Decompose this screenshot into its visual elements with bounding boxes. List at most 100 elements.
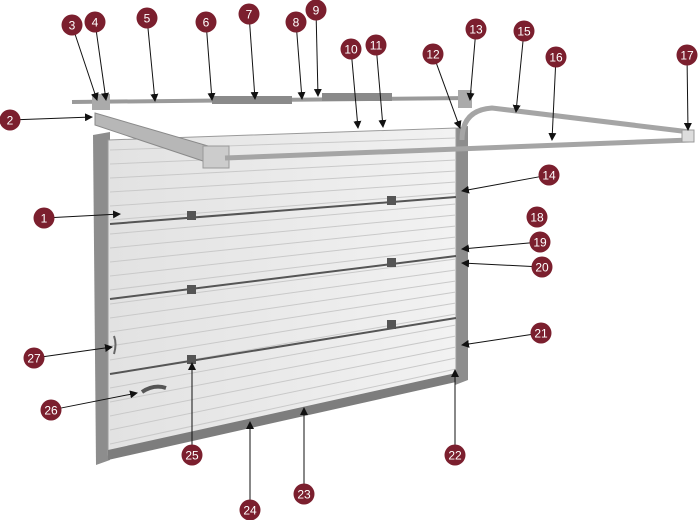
callout-number: 14 xyxy=(542,169,556,183)
panel-groove xyxy=(109,247,457,291)
callout-badge xyxy=(513,20,535,42)
hinges xyxy=(187,196,396,364)
right-frame xyxy=(455,126,468,385)
callout-number: 20 xyxy=(535,261,549,275)
callout-2: 2 xyxy=(0,109,93,131)
callout-number: 8 xyxy=(293,16,300,30)
callout-badge xyxy=(293,483,315,505)
callout-number: 16 xyxy=(549,51,563,65)
callout-number: 27 xyxy=(27,352,41,366)
leader-arrow xyxy=(548,66,557,141)
horizontal-track xyxy=(224,137,691,161)
callout-3: 3 xyxy=(61,14,99,101)
panel-groove xyxy=(109,368,457,445)
callout-number: 7 xyxy=(246,8,253,22)
panel-groove xyxy=(109,269,457,319)
callout-8: 8 xyxy=(285,11,307,100)
leader-arrow xyxy=(19,113,93,122)
callout-7: 7 xyxy=(238,3,260,100)
callout-badge xyxy=(529,231,551,253)
panel-groove xyxy=(109,335,457,403)
callout-number: 2 xyxy=(7,114,14,128)
callout-badge xyxy=(676,44,698,66)
callout-badge xyxy=(84,11,106,33)
leader-arrow xyxy=(296,31,306,100)
leader-arrow xyxy=(461,334,532,348)
callout-number: 21 xyxy=(534,327,548,341)
handle xyxy=(140,384,167,394)
callout-11: 11 xyxy=(365,34,387,128)
callout-badge xyxy=(33,207,55,229)
panel-groove xyxy=(109,192,457,221)
leader-arrow xyxy=(74,34,99,101)
callout-19: 19 xyxy=(461,231,551,253)
callout-number: 5 xyxy=(144,12,151,26)
strut xyxy=(109,255,457,300)
callout-badge xyxy=(239,499,261,520)
panel-groove xyxy=(109,280,457,333)
callout-number: 23 xyxy=(297,488,311,502)
callout-badge xyxy=(365,34,387,56)
callout-24: 24 xyxy=(239,421,261,520)
callout-14: 14 xyxy=(461,164,560,194)
callout-badge xyxy=(40,399,62,421)
callout-badge xyxy=(61,14,83,36)
callout-4: 4 xyxy=(84,11,109,101)
callout-20: 20 xyxy=(461,256,553,278)
callout-badge xyxy=(238,3,260,25)
panel-groove xyxy=(109,181,457,207)
callout-badge xyxy=(422,43,444,65)
callout-badge xyxy=(195,11,217,33)
callout-badge xyxy=(531,256,553,278)
callout-13: 13 xyxy=(465,18,487,101)
panel-groove xyxy=(109,214,457,249)
callout-badge xyxy=(23,347,45,369)
rope xyxy=(113,335,117,355)
callout-number: 12 xyxy=(426,48,440,62)
callout-18: 18 xyxy=(526,206,548,228)
callout-number: 18 xyxy=(530,211,544,225)
leader-arrow xyxy=(206,31,216,101)
spring xyxy=(322,93,392,101)
callout-badge xyxy=(530,322,552,344)
spring xyxy=(212,96,292,104)
callout-21: 21 xyxy=(461,322,552,348)
strut xyxy=(109,317,457,375)
callout-badge xyxy=(0,109,21,131)
callout-number: 3 xyxy=(69,19,76,33)
callout-25: 25 xyxy=(181,362,203,466)
leader-arrow xyxy=(435,63,462,129)
leader-arrow xyxy=(461,176,540,194)
leader-arrow xyxy=(249,23,259,100)
callout-9: 9 xyxy=(305,0,327,97)
callout-badge xyxy=(305,0,327,21)
callout-badge xyxy=(285,11,307,33)
leader-arrow xyxy=(43,344,113,358)
callout-number: 4 xyxy=(92,16,99,30)
leader-arrow xyxy=(147,27,159,102)
callout-badge xyxy=(465,18,487,40)
callout-badge xyxy=(545,46,567,68)
bottom-seal xyxy=(108,373,456,460)
callout-number: 1 xyxy=(41,212,48,226)
callout-6: 6 xyxy=(195,11,217,101)
drum-left xyxy=(92,94,110,110)
callout-22: 22 xyxy=(444,369,466,466)
callout-badge xyxy=(136,7,158,29)
panel-groove xyxy=(109,236,457,277)
leader-arrow xyxy=(461,259,533,268)
callout-23: 23 xyxy=(293,407,315,505)
callout-1: 1 xyxy=(33,207,121,229)
callout-number: 17 xyxy=(680,49,694,63)
panel-groove xyxy=(109,357,457,431)
leader-arrow xyxy=(53,210,121,219)
curved-track xyxy=(459,105,691,141)
callout-number: 9 xyxy=(313,4,320,18)
panel-groove xyxy=(109,291,457,347)
callout-10: 10 xyxy=(340,38,362,129)
leader-arrow xyxy=(683,64,692,131)
callout-number: 10 xyxy=(344,43,358,57)
leader-arrow xyxy=(313,19,322,97)
callout-17: 17 xyxy=(676,44,698,131)
